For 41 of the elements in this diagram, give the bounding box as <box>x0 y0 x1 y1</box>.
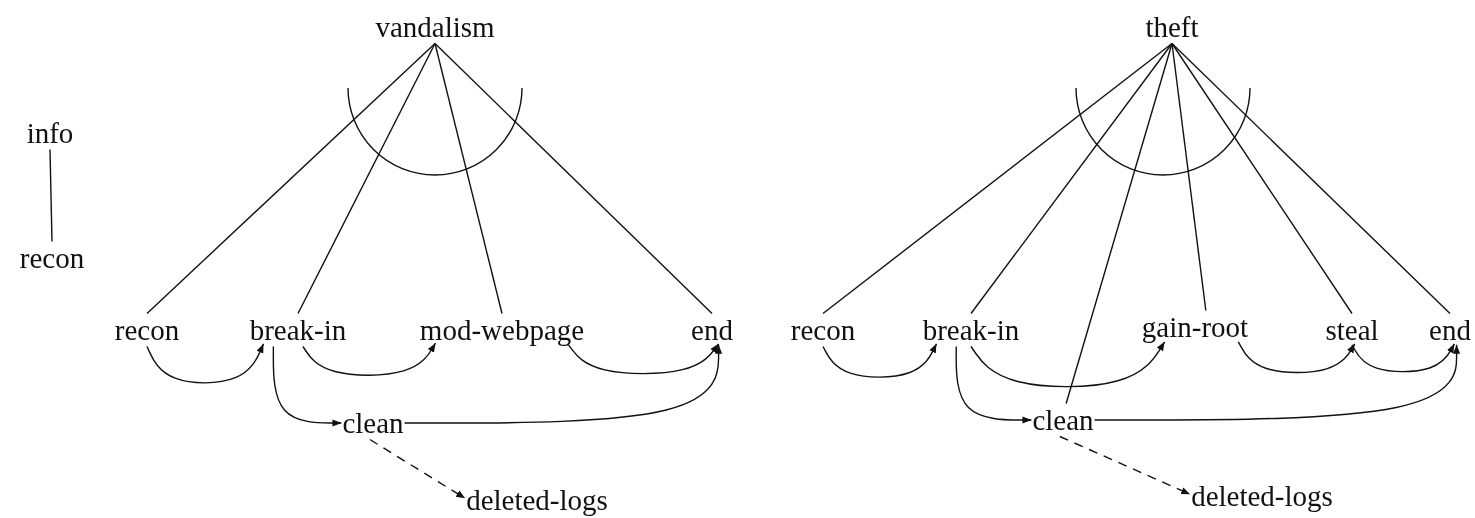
node-label: mod-webpage <box>418 313 586 347</box>
arrow <box>302 342 437 376</box>
node-label: deleted-logs <box>465 483 609 517</box>
connector-line <box>49 148 53 243</box>
arrow <box>1351 343 1456 373</box>
node-label: recon <box>18 241 86 275</box>
node-label: clean <box>1031 403 1095 437</box>
connector-line <box>1171 42 1207 312</box>
dashed-arrow <box>369 438 466 500</box>
node-label: theft <box>1144 10 1200 44</box>
node-label: deleted-logs <box>1190 479 1334 513</box>
connector-line <box>297 42 436 315</box>
arrow <box>272 345 343 427</box>
arrow <box>1093 344 1461 421</box>
arrow <box>567 343 720 375</box>
node-label: clean <box>341 406 405 440</box>
connector-line <box>434 42 713 315</box>
connector-line <box>822 42 1173 315</box>
node-label: recon <box>789 313 857 347</box>
arrow <box>403 344 723 424</box>
node-label: end <box>690 313 734 347</box>
connector-line <box>1171 42 1353 315</box>
arrow <box>970 341 1166 388</box>
node-label: break-in <box>921 313 1021 347</box>
dashed-arrow <box>1059 435 1191 496</box>
node-label: steal <box>1324 313 1380 347</box>
connector-line <box>146 42 436 315</box>
node-label: recon <box>113 313 181 347</box>
connector-line <box>1171 42 1451 315</box>
node-label: gain-root <box>1140 310 1250 344</box>
arrow <box>955 345 1033 424</box>
node-label: info <box>25 116 75 150</box>
connector-line <box>970 42 1173 315</box>
node-label: end <box>1428 313 1472 347</box>
arrow <box>822 343 938 378</box>
connector-line <box>434 42 503 315</box>
arrow <box>146 343 265 384</box>
connector-line <box>1065 42 1173 405</box>
arrow <box>1237 341 1356 374</box>
node-label: break-in <box>248 313 348 347</box>
node-label: vandalism <box>374 10 496 44</box>
